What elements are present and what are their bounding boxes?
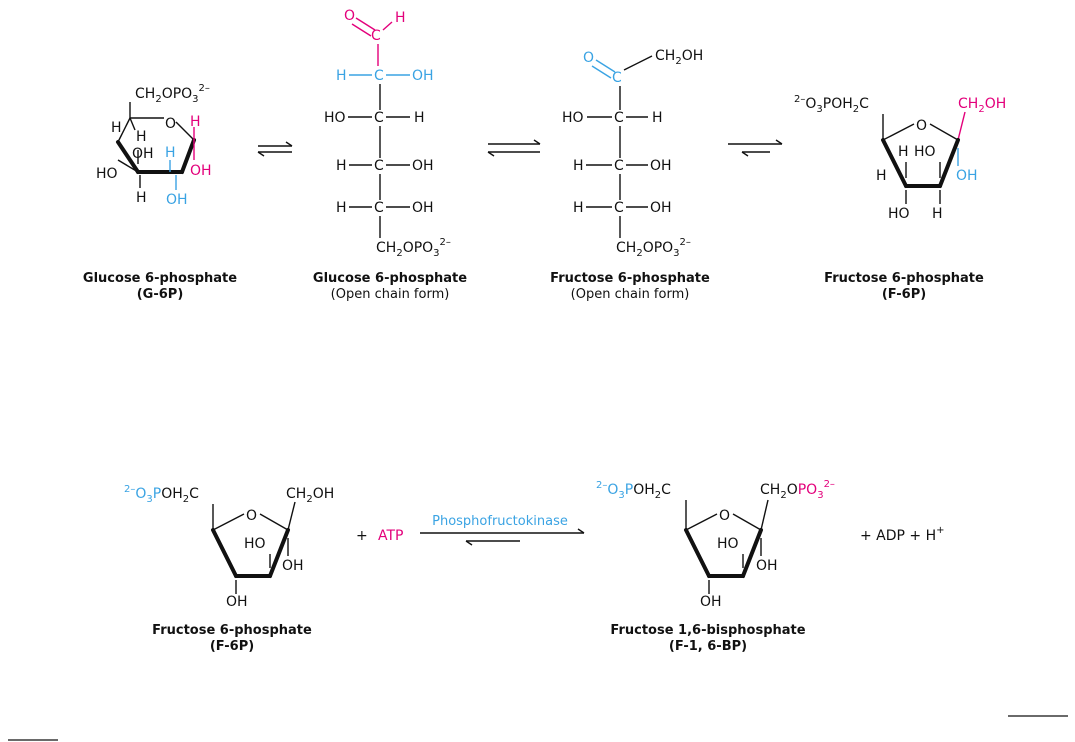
svg-text:CH2OH: CH2OH [286, 486, 334, 505]
svg-text:OH: OH [412, 68, 434, 84]
svg-text:H: H [876, 168, 887, 184]
svg-text:CH2OPO32–: CH2OPO32– [135, 83, 210, 105]
svg-text:HO: HO [244, 536, 266, 552]
label-reactant: Fructose 6-phosphate [152, 623, 312, 638]
coproducts: + ADP + H+ [860, 525, 945, 544]
svg-text:H: H [932, 206, 943, 222]
equilibrium-arrow-2 [487, 139, 541, 157]
svg-text:H: H [136, 129, 147, 145]
svg-text:H: H [573, 158, 584, 174]
svg-text:H: H [190, 114, 201, 130]
svg-text:CH2OH: CH2OH [958, 96, 1006, 115]
label-f6p-open: Fructose 6-phosphate [550, 271, 710, 286]
svg-text:H: H [136, 190, 147, 206]
svg-text:O: O [246, 508, 257, 524]
svg-text:H: H [336, 200, 347, 216]
svg-text:H: H [165, 145, 176, 161]
svg-text:HO: HO [888, 206, 910, 222]
svg-text:C: C [374, 110, 384, 126]
svg-text:H: H [414, 110, 425, 126]
svg-text:C: C [374, 200, 384, 216]
plus-sign-1: + [356, 528, 368, 544]
svg-text:HO: HO [914, 144, 936, 160]
svg-text:H: H [395, 10, 406, 26]
svg-text:CH2OPO32–: CH2OPO32– [616, 237, 691, 259]
label-g6p-ring-abbr: (G-6P) [137, 287, 184, 302]
svg-text:OH: OH [412, 200, 434, 216]
equilibrium-arrow-1 [257, 141, 293, 157]
svg-text:H: H [652, 110, 663, 126]
svg-text:OH: OH [226, 594, 248, 610]
svg-text:2–O3POH2C: 2–O3POH2C [794, 94, 869, 115]
svg-text:OH: OH [166, 192, 188, 208]
phosphofructokinase-arrow: Phosphofructokinase [420, 514, 585, 546]
svg-text:CH2OPO32–: CH2OPO32– [760, 479, 835, 501]
label-g6p-ring: Glucose 6-phosphate [83, 271, 237, 286]
label-product-abbr: (F-1, 6-BP) [669, 639, 747, 654]
label-f6p-ring: Fructose 6-phosphate [824, 271, 984, 286]
svg-text:OH: OH [756, 558, 778, 574]
svg-text:2–O3POH2C: 2–O3POH2C [124, 484, 199, 505]
atp-label: ATP [378, 528, 403, 544]
svg-text:H: H [573, 200, 584, 216]
svg-text:OH: OH [650, 200, 672, 216]
fructose-6-phosphate-open-chain: O C CH2OH HO C H H C OH H C OH CH2OPO32– [562, 48, 703, 259]
svg-text:CH2OH: CH2OH [655, 48, 703, 67]
svg-text:HO: HO [96, 166, 118, 182]
glucose-6-phosphate-ring: CH2OPO32– O H H OH H H OH HO H OH [96, 83, 212, 208]
label-g6p-open-sub: (Open chain form) [331, 287, 450, 302]
svg-text:OH: OH [956, 168, 978, 184]
label-g6p-open: Glucose 6-phosphate [313, 271, 467, 286]
svg-text:C: C [614, 200, 624, 216]
svg-text:C: C [371, 28, 381, 44]
svg-text:HO: HO [562, 110, 584, 126]
svg-text:OH: OH [282, 558, 304, 574]
enzyme-label: Phosphofructokinase [432, 514, 568, 529]
svg-text:HO: HO [717, 536, 739, 552]
svg-text:C: C [374, 158, 384, 174]
svg-text:H: H [336, 68, 347, 84]
svg-text:H: H [111, 120, 122, 136]
fructose-6-phosphate-ring: 2–O3POH2C CH2OH O H H HO OH HO H [794, 94, 1006, 222]
fructose-1-6-bisphosphate-product: 2–O3POH2C CH2OPO32– O HO OH OH [596, 479, 835, 610]
svg-text:2–O3POH2C: 2–O3POH2C [596, 480, 671, 501]
svg-text:C: C [614, 110, 624, 126]
svg-text:C: C [614, 158, 624, 174]
svg-text:O: O [916, 118, 927, 134]
label-f6p-open-sub: (Open chain form) [571, 287, 690, 302]
svg-text:C: C [374, 68, 384, 84]
svg-text:HO: HO [324, 110, 346, 126]
label-f6p-ring-abbr: (F-6P) [882, 287, 926, 302]
svg-text:O: O [583, 50, 594, 66]
fructose-6-phosphate-reactant: 2–O3POH2C CH2OH O HO OH OH [124, 484, 334, 610]
equilibrium-arrow-3 [728, 139, 783, 157]
label-reactant-abbr: (F-6P) [210, 639, 254, 654]
svg-text:O: O [344, 8, 355, 24]
svg-text:O: O [165, 116, 176, 132]
svg-text:O: O [719, 508, 730, 524]
label-product: Fructose 1,6-bisphosphate [610, 623, 805, 638]
svg-text:OH: OH [700, 594, 722, 610]
svg-text:H: H [898, 144, 909, 160]
glucose-6-phosphate-open-chain: O C H H C OH HO C H H C OH H C OH CH2OPO… [324, 8, 451, 259]
svg-text:OH: OH [650, 158, 672, 174]
svg-text:C: C [612, 70, 622, 86]
svg-text:H: H [336, 158, 347, 174]
svg-text:OH: OH [412, 158, 434, 174]
svg-text:OH: OH [132, 146, 154, 162]
svg-text:OH: OH [190, 163, 212, 179]
svg-text:CH2OPO32–: CH2OPO32– [376, 237, 451, 259]
